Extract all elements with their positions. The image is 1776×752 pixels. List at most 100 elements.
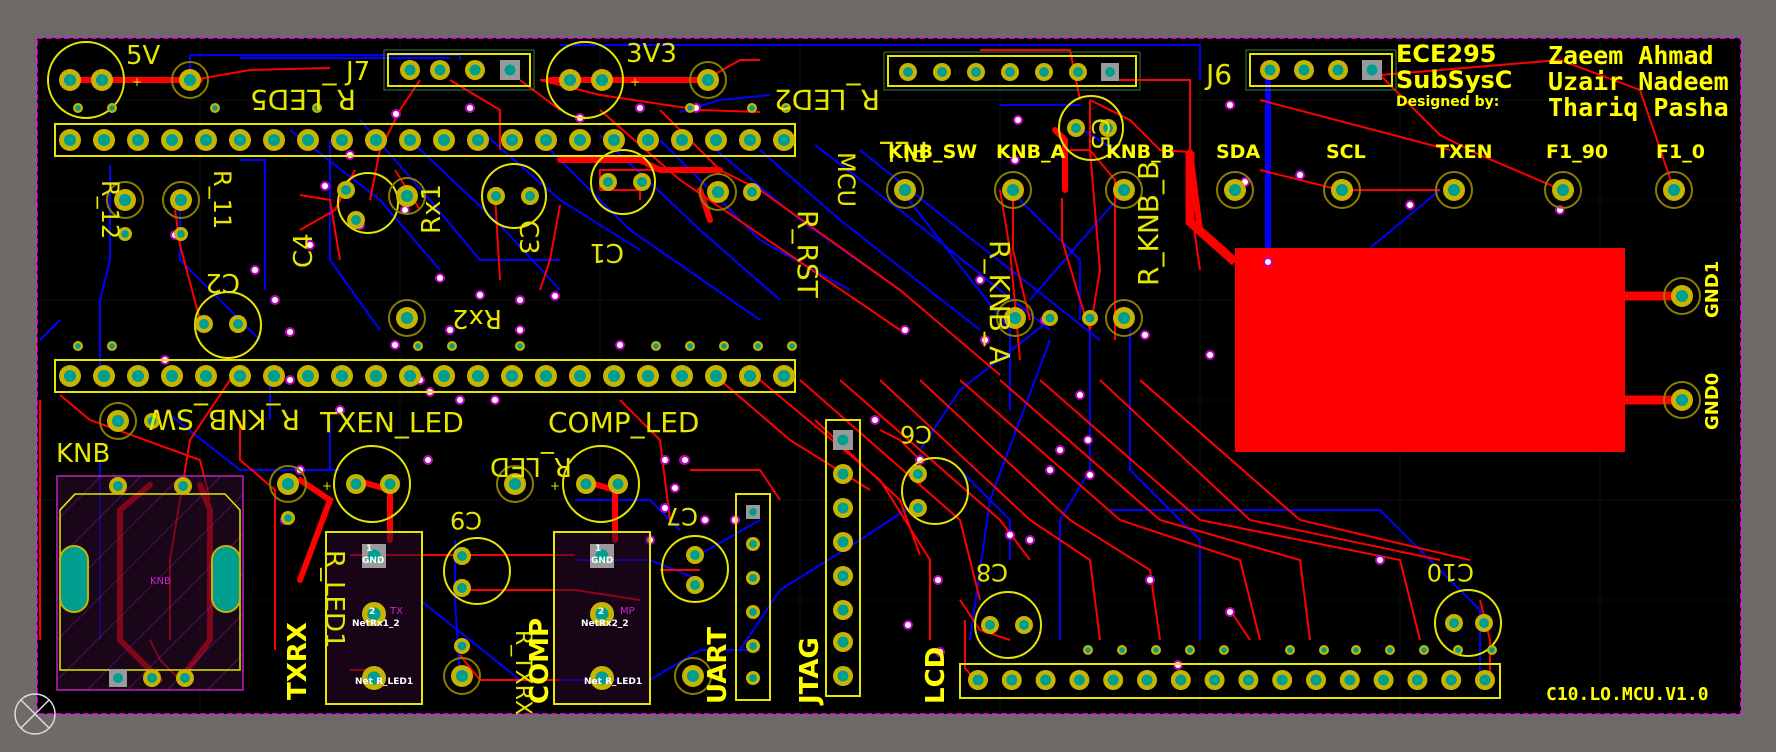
- lcd-pin-pad: [1441, 670, 1462, 690]
- cap-3v3-pad: [591, 69, 613, 91]
- pll-pad: [967, 63, 985, 81]
- label-mcu: MCU: [832, 152, 860, 207]
- comp-tag: MP: [620, 606, 635, 617]
- pll-pad: [933, 63, 951, 81]
- test-point-pad: [1552, 179, 1574, 201]
- mcu-top-pad: [433, 129, 455, 151]
- r-knb-sw-pad: [107, 410, 129, 432]
- txrx-tag: TX: [389, 606, 403, 617]
- c1-pad: [633, 173, 651, 191]
- knb-pin-pad: [176, 669, 194, 687]
- c5-pad: [1099, 119, 1117, 137]
- jtag-pin-pad: [833, 498, 853, 518]
- txen-led-pad: [380, 474, 400, 494]
- test-point-pad: [1113, 179, 1135, 201]
- r-led5-pad: [179, 69, 201, 91]
- jtag-pin-pad: [833, 632, 853, 652]
- tp-label-txen: TXEN: [1436, 141, 1493, 163]
- label-uart: UART: [703, 627, 733, 704]
- tp-label-scl: SCL: [1326, 141, 1366, 163]
- mcu-bottom-pad: [773, 365, 795, 387]
- tp-label-sda: SDA: [1216, 141, 1260, 163]
- connector-j6[interactable]: [1245, 49, 1397, 91]
- j7-pad: [400, 60, 420, 80]
- mcu-top-pad: [705, 129, 727, 151]
- label-rx1: Rx1: [417, 184, 447, 234]
- comp-pin1-name: GND: [591, 556, 613, 566]
- lcd-stub-pad: [1419, 645, 1429, 655]
- lcd-stub-pad: [1219, 645, 1229, 655]
- mcu-bottom-pad: [93, 365, 115, 387]
- lcd-pin-pad: [1103, 670, 1124, 690]
- connector-pll[interactable]: [883, 51, 1141, 91]
- comp-block-pad: [590, 544, 614, 568]
- ground-copper-pour: [1235, 248, 1625, 452]
- lcd-pin-pad: [1373, 670, 1394, 690]
- pll-pad: [1069, 63, 1087, 81]
- j7-pad: [465, 60, 485, 80]
- title-author-2: Uzair Nadeem: [1548, 67, 1729, 96]
- c3-pad: [487, 187, 505, 205]
- txrx-block-pad: [362, 602, 386, 626]
- lcd-header[interactable]: [959, 663, 1501, 699]
- r11-pad: [174, 227, 188, 241]
- j6-pad: [1294, 60, 1314, 80]
- lcd-stub-pad: [1453, 645, 1463, 655]
- comp-block-pad: [590, 602, 614, 626]
- mcu-bottom-pad: [569, 365, 591, 387]
- j7-pad: [430, 60, 450, 80]
- r-knb-b-pad: [1082, 310, 1098, 326]
- lcd-pin-pad: [1306, 670, 1326, 690]
- c10-pad: [1445, 614, 1463, 632]
- c4-pad: [347, 211, 365, 229]
- pll-pad: [1001, 63, 1019, 81]
- lcd-stub-pad: [1151, 645, 1161, 655]
- uart-pin-pad: [746, 571, 760, 585]
- mcu-top-pad: [331, 129, 353, 151]
- label-r11: R_11: [208, 170, 236, 229]
- gnd0-pad: [1671, 389, 1693, 411]
- uart-header[interactable]: [735, 493, 771, 701]
- title-author-3: Thariq Pasha: [1548, 93, 1729, 122]
- stub-pad: [787, 341, 797, 351]
- led-block-pin-labels: 1 GND 2 NetRx1_2 Net R_LED1 TX 1 GND 2 N…: [352, 544, 642, 687]
- mcu-bottom-pad: [195, 365, 217, 387]
- label-c3: C3: [513, 220, 543, 255]
- label-c2: C2: [205, 267, 240, 297]
- c9-pad: [453, 547, 471, 565]
- mcu-bottom-pad: [705, 365, 727, 387]
- label-r-led5: R_LED5: [250, 83, 356, 116]
- mcu-bottom-pad: [263, 365, 285, 387]
- r12-pad: [114, 189, 136, 211]
- tp-label-f1-90: F1_90: [1546, 141, 1608, 163]
- mcu-bottom-pad: [229, 365, 251, 387]
- lcd-stub-pad: [1185, 645, 1195, 655]
- component-outlines: [47, 41, 1502, 659]
- r-led2-pad: [697, 69, 719, 91]
- mcu-top-pad: [773, 129, 795, 151]
- c8-pad: [981, 616, 999, 634]
- jtag-pin-pad: [833, 600, 853, 620]
- stub-pad: [210, 103, 220, 113]
- connector-j7[interactable]: [383, 49, 535, 91]
- top-layer-traces: [39, 49, 1675, 681]
- tp-label-knb-sw: KNB_SW: [888, 141, 977, 163]
- title-subsystem: SubSysC: [1396, 66, 1512, 94]
- lcd-stub-pad: [1385, 645, 1395, 655]
- label-r-knb-a: R_KNB_A: [983, 240, 1016, 365]
- mcu-bottom-pad: [399, 365, 421, 387]
- uart-pin-pad: [746, 537, 760, 551]
- j6-pad: [1260, 60, 1280, 80]
- vias: [120, 100, 1565, 670]
- label-r-txrx: R_TXRX: [510, 630, 535, 715]
- label-5v: 5V: [126, 41, 161, 71]
- jtag-header[interactable]: [825, 419, 861, 697]
- mcu-top-pad: [229, 129, 251, 151]
- test-point-pad: [894, 179, 916, 201]
- c6-pad: [909, 499, 927, 517]
- svg-text:+: +: [630, 75, 640, 89]
- mcu-top-pad: [195, 129, 217, 151]
- r-led-pad: [504, 473, 526, 495]
- polarity-markers: ++++: [132, 75, 640, 493]
